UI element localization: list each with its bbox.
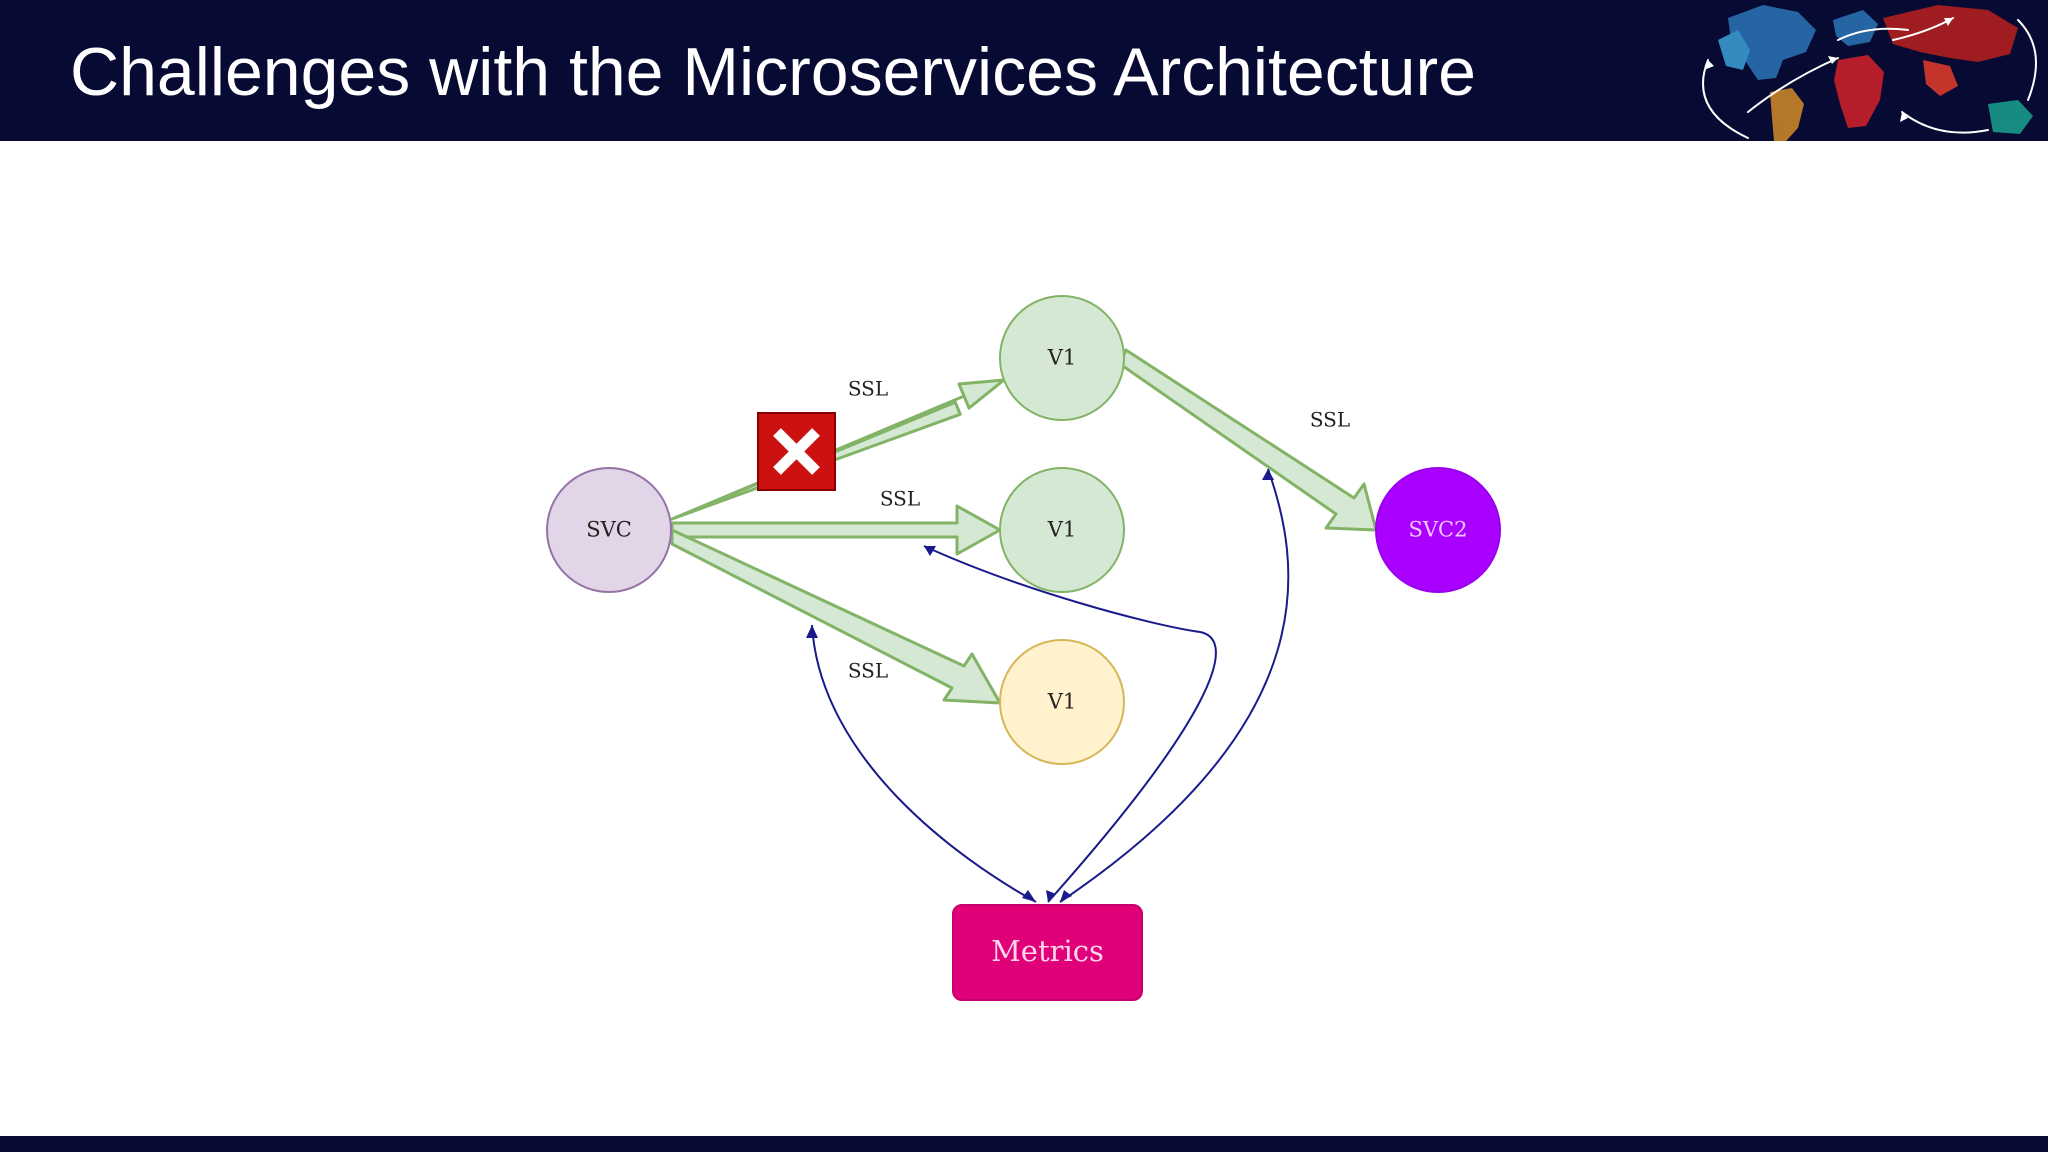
- node-metrics: Metrics: [952, 904, 1143, 1001]
- ssl-arrow-v1-top-to-svc2: [1118, 348, 1378, 532]
- metrics-arrowhead: [806, 625, 818, 638]
- world-map-icon: [1702, 5, 2037, 141]
- close-x-icon: [757, 412, 836, 491]
- metrics-link-v1-top: [1059, 468, 1290, 903]
- metrics-arrowhead: [1060, 890, 1072, 902]
- node-svc2: SVC2: [1375, 467, 1501, 593]
- metrics-link-v1-middle: [923, 545, 1217, 903]
- metrics-arrowhead: [1262, 469, 1274, 480]
- metrics-link-svc: [811, 624, 1037, 903]
- node-svc-label: SVC: [586, 518, 632, 542]
- node-v1-top: V1: [999, 295, 1125, 421]
- node-v1-middle: V1: [999, 467, 1125, 593]
- slide-footer-bar: [0, 1136, 2048, 1152]
- node-v1-top-label: V1: [1047, 346, 1077, 370]
- metrics-arrowhead: [924, 546, 936, 556]
- ssl-arrow-svc-to-v1-top: [670, 378, 1006, 521]
- edge-label-svc-v1-bottom: SSL: [848, 659, 888, 683]
- edge-label-v1-svc2: SSL: [1310, 408, 1350, 432]
- node-metrics-label: Metrics: [991, 934, 1104, 968]
- node-v1-middle-label: V1: [1047, 518, 1077, 542]
- node-svc: SVC: [546, 467, 672, 593]
- slide-header: Challenges with the Microservices Archit…: [0, 0, 2048, 141]
- node-v1-bottom-label: V1: [1047, 690, 1077, 714]
- ssl-arrow-svc-to-v1-bottom: [670, 528, 1002, 705]
- edge-label-svc-v1-middle: SSL: [880, 487, 920, 511]
- metrics-arrowhead: [1046, 890, 1056, 902]
- slide-title: Challenges with the Microservices Archit…: [70, 34, 1476, 110]
- ssl-arrow-svc-to-v1-middle: [670, 504, 1002, 556]
- architecture-diagram: SSL SSL SSL SSL SVC V1 V1 V1 SVC2 Metric…: [546, 295, 1501, 1001]
- node-v1-bottom: V1: [999, 639, 1125, 765]
- edge-label-svc-v1-top: SSL: [848, 377, 888, 401]
- metrics-arrowhead: [1022, 890, 1036, 902]
- node-svc2-label: SVC2: [1409, 518, 1468, 542]
